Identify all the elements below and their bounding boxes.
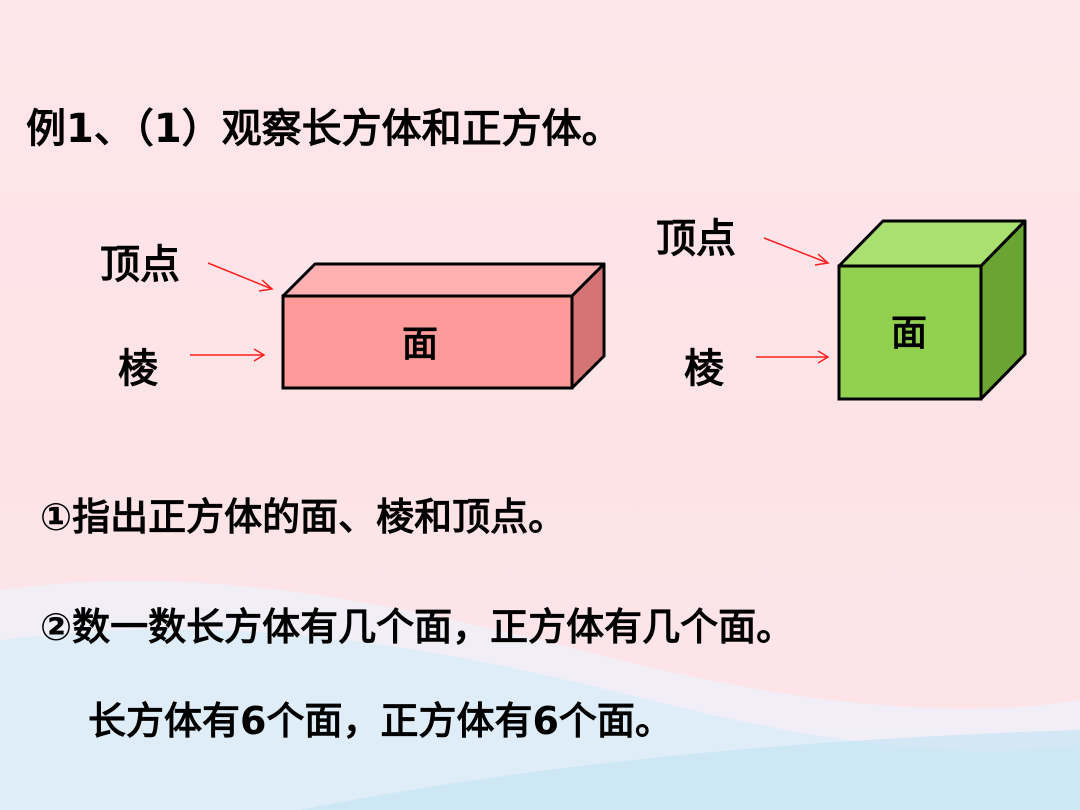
cuboid-vertex-label: 顶点 [100,242,180,288]
cube-edge-label: 棱 [684,346,724,392]
answer-text: 长方体有6个面，正方体有6个面。 [88,699,673,743]
page-title: 例1、（1）观察长方体和正方体。 [26,106,622,152]
question-2: ②数一数长方体有几个面，正方体有几个面。 [40,605,795,649]
cuboid-front-face [281,294,574,390]
cuboid-edge-arrow [190,348,266,362]
question-1: ①指出正方体的面、棱和顶点。 [40,495,567,539]
cube-face-label: 面 [891,313,927,354]
cuboid-vertex-arrow [207,262,274,292]
cube: 面 [837,219,1027,401]
cuboid-face-label: 面 [402,324,438,365]
cube-vertex-arrow [763,237,830,266]
cube-vertex-label: 顶点 [656,216,736,262]
cube-front-face [837,264,983,401]
cube-edge-arrow [756,350,830,364]
cuboid-top-face [281,262,606,298]
cuboid-edge-label: 棱 [118,346,158,392]
cuboid: 面 [281,262,606,390]
